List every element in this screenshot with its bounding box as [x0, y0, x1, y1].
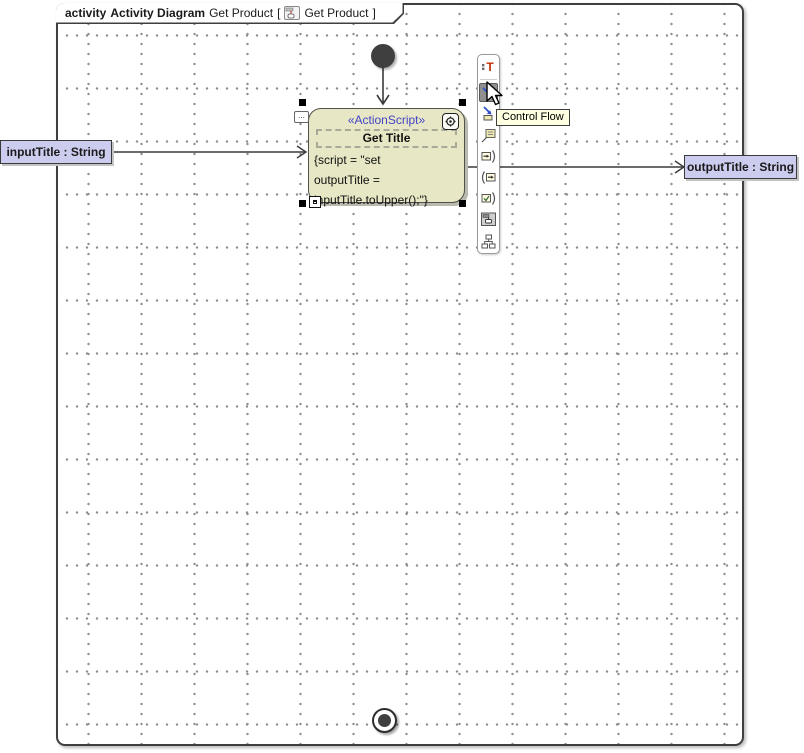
initial-node[interactable]	[371, 44, 395, 68]
action-script-line: outputTitle =	[314, 173, 380, 187]
frame-header[interactable]: activity Activity Diagram Get Product [ …	[56, 3, 404, 24]
expand-icon	[313, 200, 317, 204]
activity-final-node[interactable]	[372, 708, 397, 733]
activity-diagram-icon	[284, 6, 300, 20]
action-script-line: {script = "set	[314, 153, 381, 167]
mouse-cursor	[486, 81, 503, 106]
input-parameter-node[interactable]: inputTitle : String	[0, 140, 112, 164]
action-behavior-button[interactable]	[442, 113, 459, 130]
frame-bracket-open: [	[277, 5, 281, 20]
action-stereotype: «ActionScript»	[347, 113, 426, 127]
selection-handle-bottom-left[interactable]	[299, 200, 306, 207]
gear-icon	[445, 116, 456, 127]
selection-handle-bottom-right[interactable]	[459, 200, 466, 207]
more-options-button[interactable]: ...	[294, 111, 309, 123]
expand-compartment-button[interactable]	[309, 196, 321, 208]
smart-manipulator-toolbar: T	[477, 54, 500, 254]
toolbar-separator	[480, 79, 497, 81]
create-diagram-icon[interactable]	[479, 211, 498, 230]
input-pin-icon[interactable]	[479, 147, 498, 166]
output-parameter-node[interactable]: outputTitle : String	[684, 155, 797, 179]
svg-text:T: T	[486, 60, 494, 74]
frame-context-label: Get Product	[209, 5, 274, 20]
edit-name-icon[interactable]: T	[479, 57, 498, 76]
frame-type-label: Activity Diagram	[110, 5, 206, 20]
action-node[interactable]: «ActionScript» Get Title {script = "set …	[308, 108, 465, 207]
tooltip: Control Flow	[496, 109, 570, 126]
structured-node-icon[interactable]	[479, 232, 498, 251]
value-pin-icon[interactable]	[479, 189, 498, 208]
frame-diagram-name: Get Product	[304, 5, 369, 20]
selection-handle-top-left[interactable]	[299, 99, 306, 106]
comment-icon[interactable]	[479, 126, 498, 145]
selection-handle-top-right[interactable]	[459, 99, 466, 106]
action-name[interactable]: Get Title	[316, 129, 457, 148]
frame-kind-label: activity	[65, 5, 107, 20]
object-flow-icon[interactable]	[479, 104, 498, 123]
output-pin-icon[interactable]	[479, 168, 498, 187]
activity-final-inner-dot	[378, 714, 391, 727]
action-script-line: inputTitle.toUpper();"}	[314, 193, 428, 207]
frame-bracket-close: ]	[372, 5, 376, 20]
